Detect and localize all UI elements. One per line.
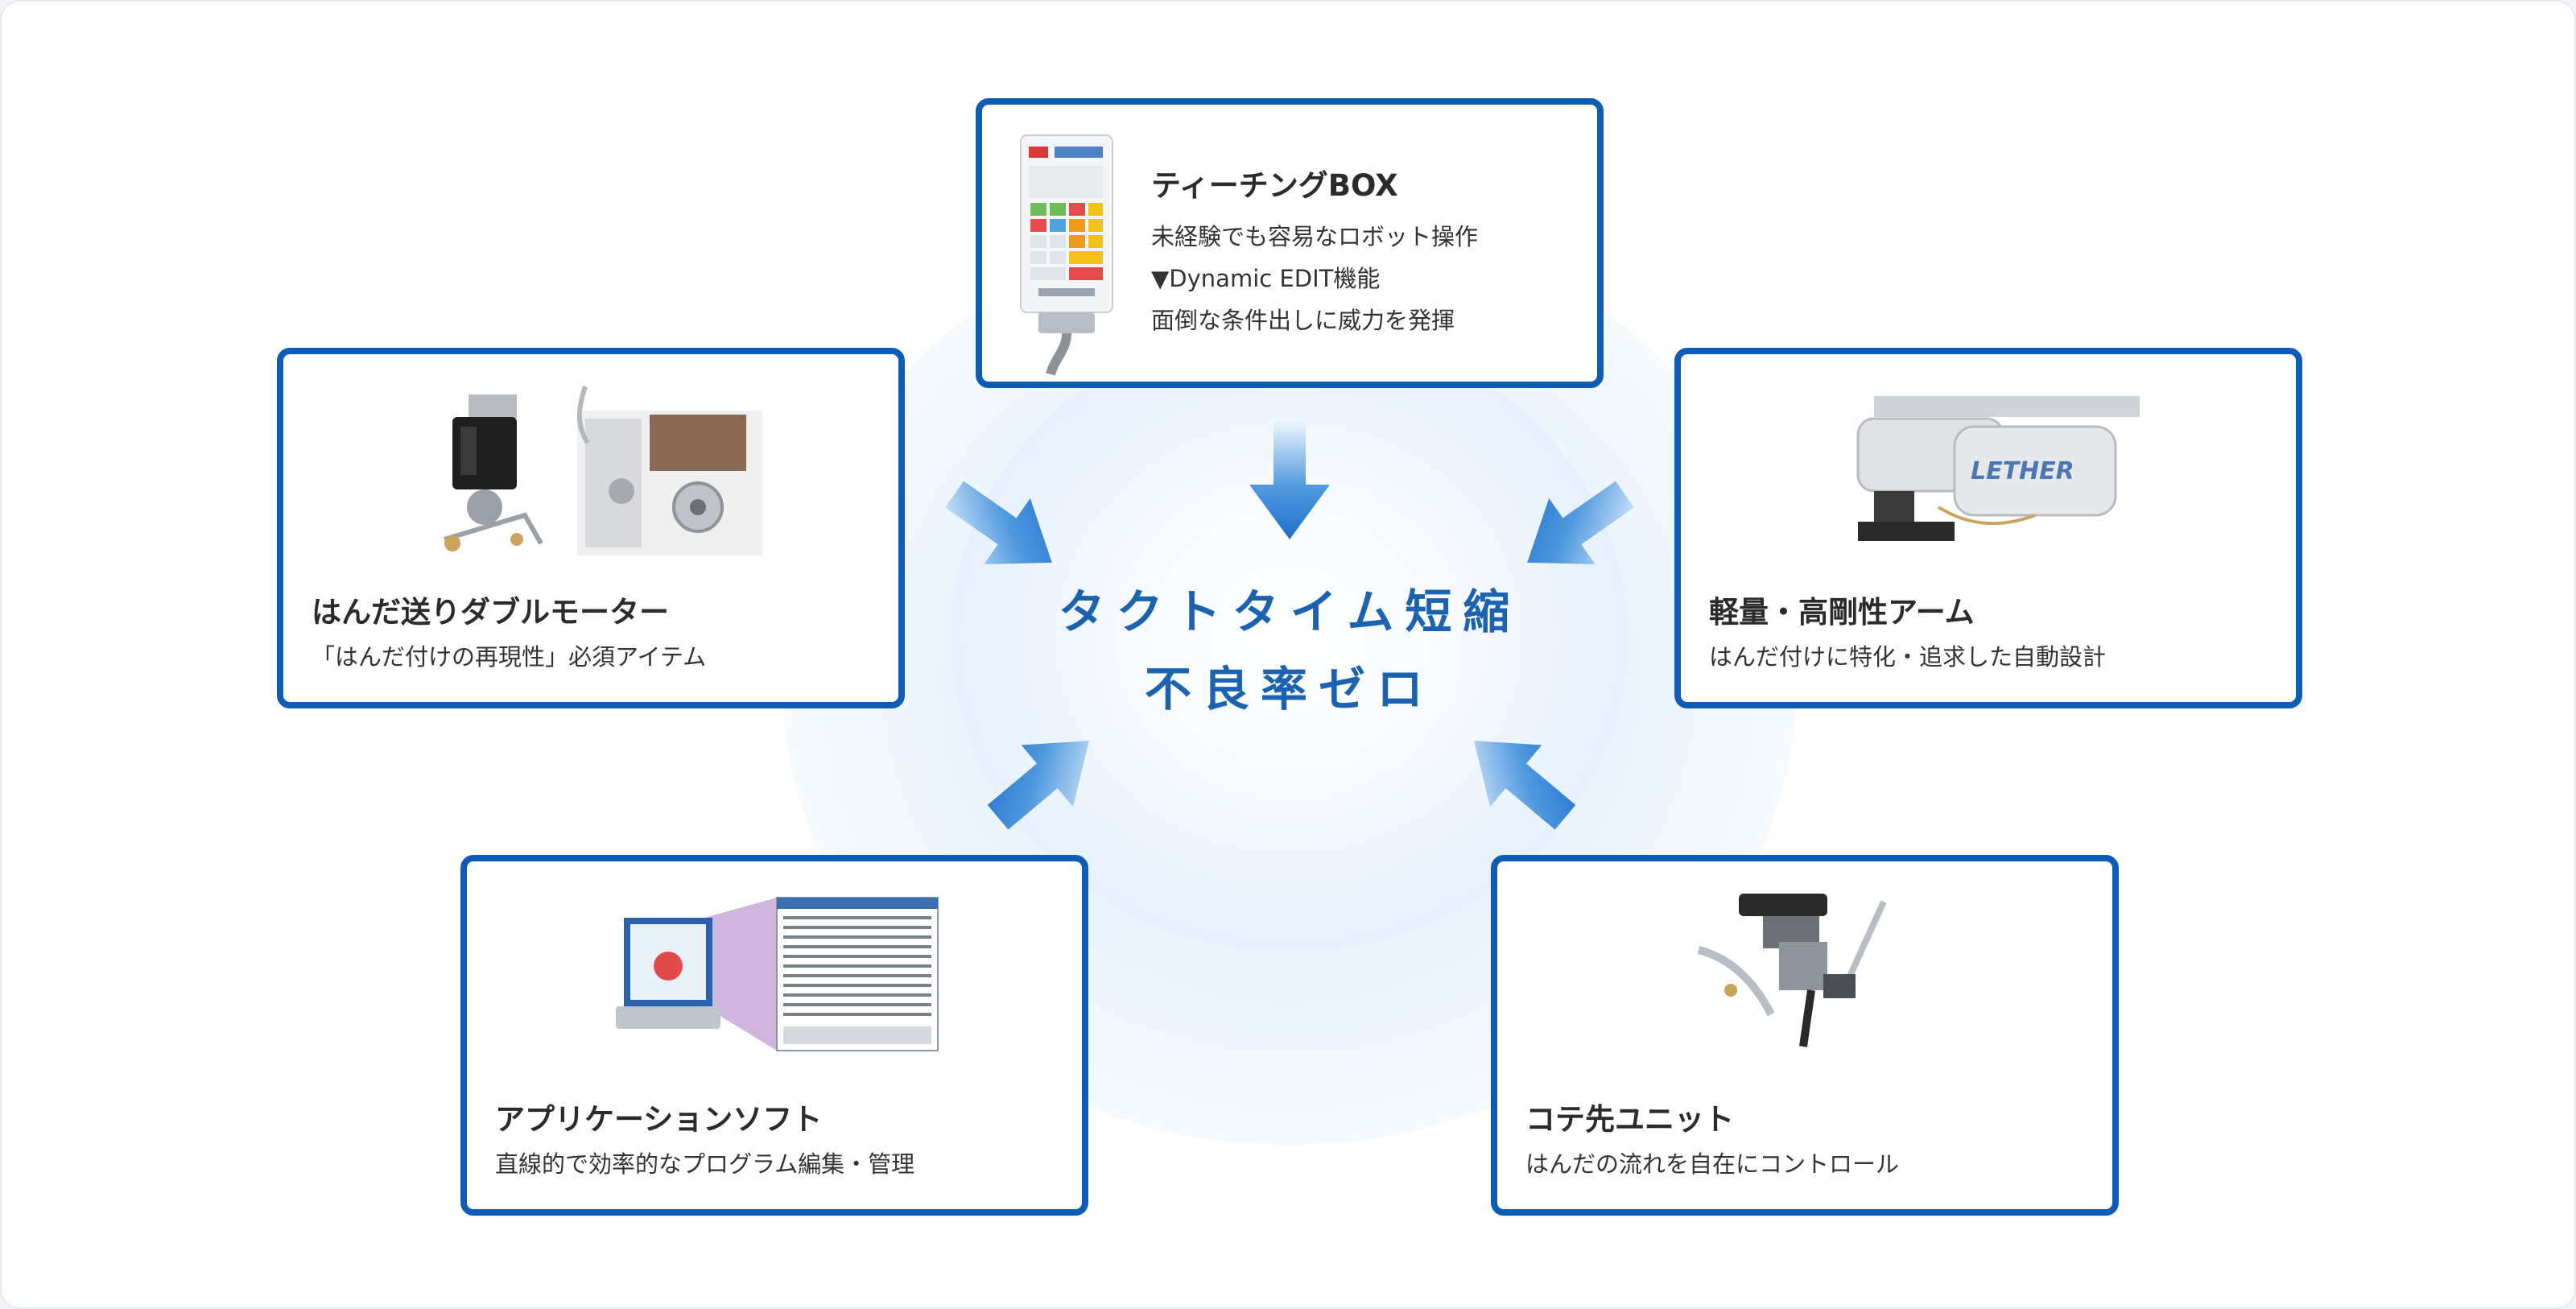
teaching-pendant-image xyxy=(1020,134,1113,376)
arrow-from-lower-left xyxy=(987,741,1089,830)
card-desc-line-3: 面倒な条件出しに威力を発揮 xyxy=(1151,307,1455,334)
arm-logo-text: LETHER xyxy=(1971,457,2074,485)
software-screen-image xyxy=(616,897,939,1051)
center-line-2: 不良率ゼロ xyxy=(1144,662,1435,716)
robot-arm-image: LETHER xyxy=(1856,396,2140,541)
card-title: はんだ送りダブルモーター xyxy=(312,595,669,630)
card-tip-unit: コテ先ユニット はんだの流れを自在にコントロール xyxy=(1491,855,2119,1216)
card-double-motor: はんだ送りダブルモーター 「はんだ付けの再現性」必須アイテム xyxy=(277,348,905,708)
card-title: 軽量・高剛性アーム xyxy=(1709,595,1975,630)
card-desc-line-2: ▼Dynamic EDIT機能 xyxy=(1151,265,1381,292)
center-line-1: タクトタイム短縮 xyxy=(1058,584,1521,639)
arrow-from-upper-right xyxy=(1527,481,1634,564)
center-headline: タクトタイム短縮 不良率ゼロ xyxy=(968,573,1612,728)
card-desc: 「はんだ付けの再現性」必須アイテム xyxy=(312,643,707,671)
card-desc: 直線的で効率的なプログラム編集・管理 xyxy=(495,1150,915,1178)
card-arm: LETHER 軽量・高剛性アーム はんだ付けに特化・追求した自動設計 xyxy=(1674,348,2302,708)
double-motor-image xyxy=(428,386,762,555)
card-software: アプリケーションソフト 直線的で効率的なプログラム編集・管理 xyxy=(460,855,1088,1216)
soldering-tip-image xyxy=(1697,894,1887,1047)
arrow-from-lower-right xyxy=(1474,741,1576,830)
card-title: コテ先ユニット xyxy=(1525,1102,1734,1137)
card-teaching-box: ティーチングBOX 未経験でも容易なロボット操作 ▼Dynamic EDIT機能… xyxy=(976,98,1604,388)
card-desc: はんだの流れを自在にコントロール xyxy=(1525,1150,1900,1178)
card-title: ティーチングBOX xyxy=(1151,168,1398,203)
arrow-down-from-top xyxy=(1249,420,1330,539)
card-desc-line-1: 未経験でも容易なロボット操作 xyxy=(1151,223,1479,250)
card-desc: はんだ付けに特化・追求した自動設計 xyxy=(1709,643,2107,671)
card-title: アプリケーションソフト xyxy=(495,1102,823,1137)
arrow-from-upper-left xyxy=(945,481,1052,564)
